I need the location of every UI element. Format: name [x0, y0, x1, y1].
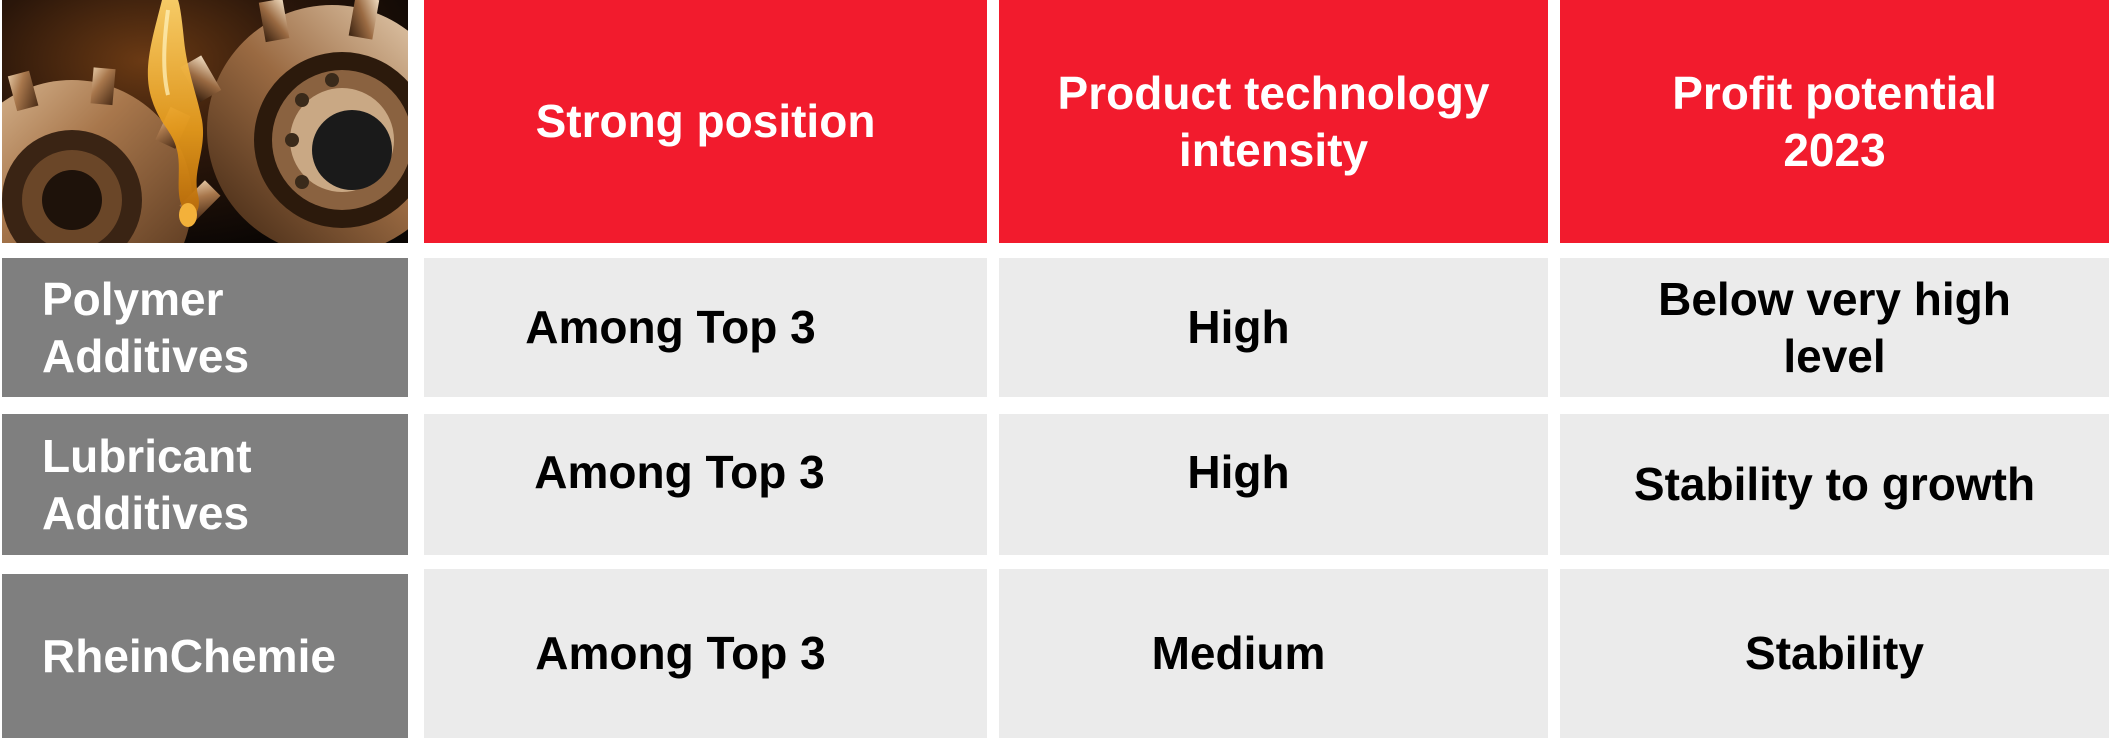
cell-polymer-strong-position: Among Top 3 [424, 258, 987, 397]
cell-lubricant-technology-intensity-text: High [1187, 446, 1290, 498]
cell-lubricant-strong-position: Among Top 3 [424, 414, 987, 555]
cell-rheinchemie-technology-intensity: Medium [999, 569, 1548, 738]
cell-rheinchemie-strong-position-text: Among Top 3 [535, 627, 826, 679]
cell-polymer-profit-potential: Below very high level [1560, 258, 2109, 397]
right-gear-icon [180, 0, 408, 243]
cell-lubricant-profit-potential: Stability to growth [1560, 414, 2109, 555]
cell-rheinchemie-profit-potential-text: Stability [1745, 627, 1924, 679]
header-profit-potential-label: Profit potential 2023 [1672, 66, 1997, 176]
header-product-technology-intensity-label: Product technology intensity [1057, 66, 1490, 176]
cell-polymer-technology-intensity-text: High [1187, 301, 1290, 353]
cell-lubricant-profit-potential-text: Stability to growth [1633, 458, 2036, 510]
cell-lubricant-technology-intensity: High [999, 414, 1548, 555]
oil-drip-icon [147, 0, 204, 227]
cell-lubricant-strong-position-text: Among Top 3 [534, 446, 825, 498]
header-strong-position: Strong position [424, 0, 987, 243]
header-strong-position-label: Strong position [535, 95, 876, 147]
row-label-polymer-additives: Polymer Additives [2, 258, 408, 397]
cell-polymer-strong-position-text: Among Top 3 [525, 301, 816, 353]
cell-rheinchemie-technology-intensity-text: Medium [1151, 627, 1326, 679]
cell-polymer-profit-potential-text: Below very high level [1658, 272, 2011, 382]
cell-rheinchemie-strong-position: Among Top 3 [424, 569, 987, 738]
header-profit-potential: Profit potential 2023 [1560, 0, 2109, 243]
row-label-lubricant-additives-text: Lubricant Additives [42, 429, 252, 539]
row-label-lubricant-additives: Lubricant Additives [2, 414, 408, 555]
header-product-technology-intensity: Product technology intensity [999, 0, 1548, 243]
row-label-rheinchemie: RheinChemie [2, 574, 408, 738]
left-gear-icon [2, 67, 221, 243]
row-label-rheinchemie-text: RheinChemie [42, 629, 336, 682]
row-label-polymer-additives-text: Polymer Additives [42, 272, 250, 382]
gears-with-oil-image [2, 0, 408, 243]
cell-polymer-technology-intensity: High [999, 258, 1548, 397]
cell-rheinchemie-profit-potential: Stability [1560, 569, 2109, 738]
